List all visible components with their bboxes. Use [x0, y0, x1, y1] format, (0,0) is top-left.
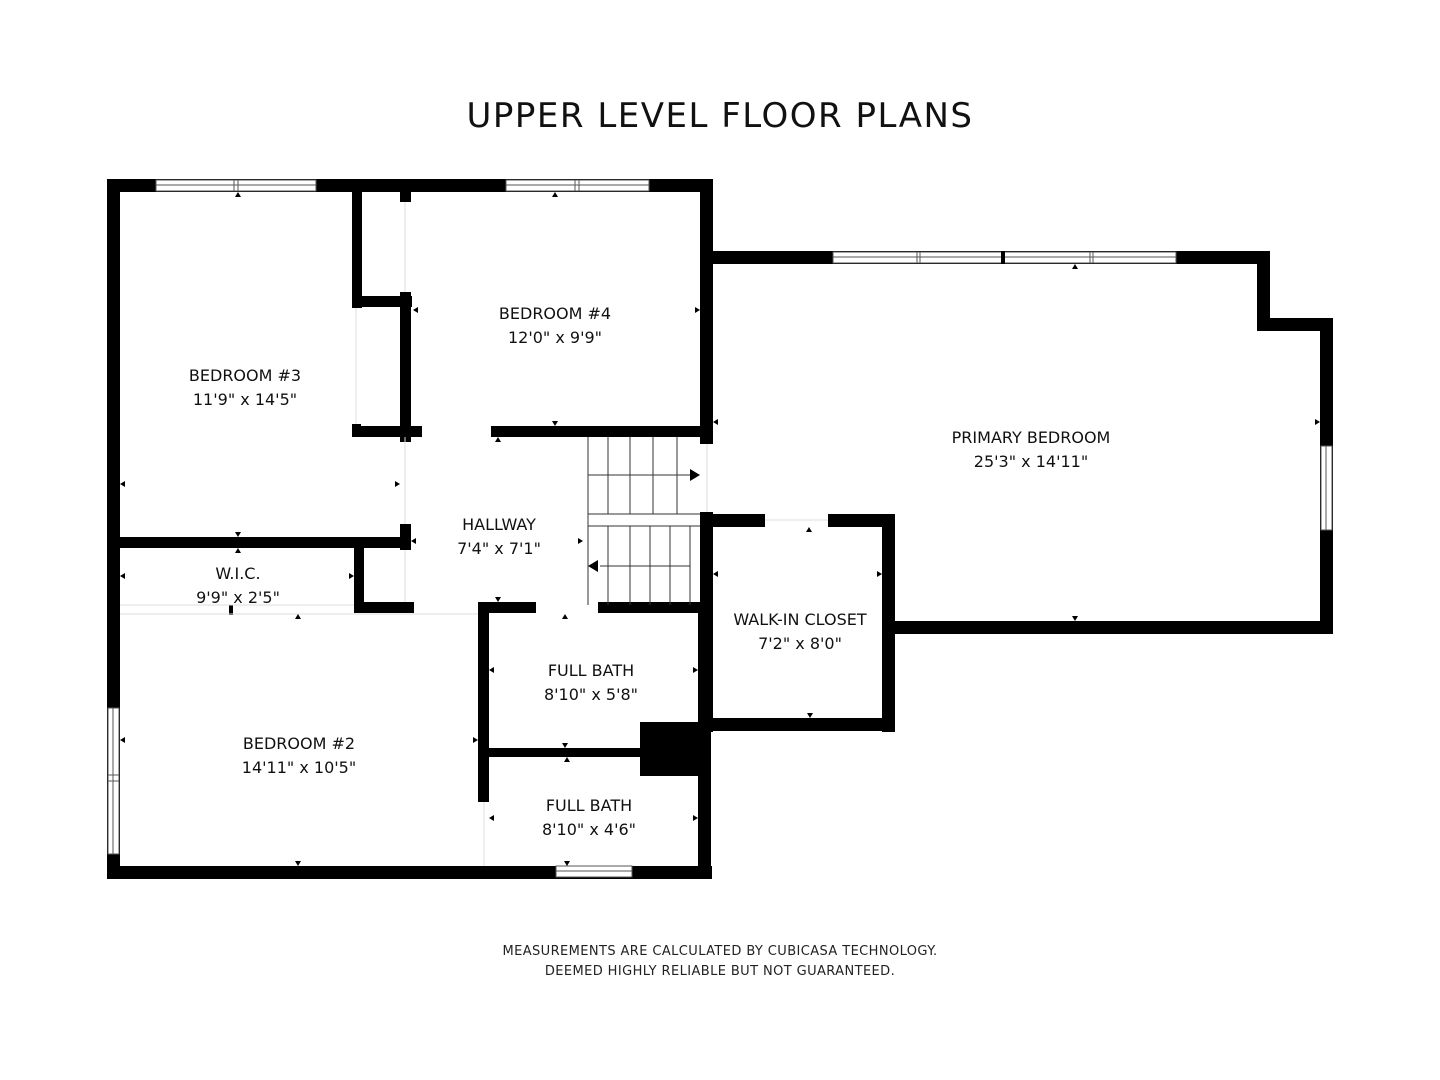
room-name: FULL BATH: [547, 661, 635, 680]
room-dimensions: 7'4" x 7'1": [457, 539, 541, 558]
room-dimensions: 12'0" x 9'9": [507, 328, 603, 347]
room-dimensions: 11'9" x 14'5": [192, 390, 298, 409]
room-primary-bedroom: PRIMARY BEDROOM 25'3" x 14'11": [952, 426, 1111, 474]
room-dimensions: 7'2" x 8'0": [758, 634, 842, 653]
room-name: FULL BATH: [545, 796, 633, 815]
room-name: BEDROOM #2: [242, 734, 356, 753]
disclaimer-line-2: DEEMED HIGHLY RELIABLE BUT NOT GUARANTEE…: [544, 964, 896, 979]
room-bedroom-4: BEDROOM #4 12'0" x 9'9": [499, 302, 611, 350]
room-walk-in-closet: WALK-IN CLOSET 7'2" x 8'0": [733, 608, 866, 656]
room-name: BEDROOM #4: [498, 304, 612, 323]
disclaimer-line-1: MEASUREMENTS ARE CALCULATED BY CUBICASA …: [502, 944, 938, 959]
disclaimer: MEASUREMENTS ARE CALCULATED BY CUBICASA …: [0, 942, 1440, 982]
room-name: PRIMARY BEDROOM: [951, 428, 1111, 447]
room-name: W.I.C.: [215, 564, 261, 583]
staircase: [587, 437, 700, 605]
room-full-bath-1: FULL BATH 8'10" x 5'8": [544, 659, 638, 707]
room-full-bath-2: FULL BATH 8'10" x 4'6": [542, 794, 636, 842]
measurement-ticks: [120, 192, 1320, 866]
room-bedroom-3: BEDROOM #3 11'9" x 14'5": [189, 364, 301, 412]
room-wic: W.I.C. 9'9" x 2'5": [196, 562, 280, 610]
room-hallway: HALLWAY 7'4" x 7'1": [457, 513, 541, 561]
room-name: BEDROOM #3: [188, 366, 302, 385]
room-dimensions: 9'9" x 2'5": [196, 588, 280, 607]
interior-walls: [107, 190, 713, 802]
room-bedroom-2: BEDROOM #2 14'11" x 10'5": [242, 732, 356, 780]
room-name: HALLWAY: [462, 515, 536, 534]
room-dimensions: 8'10" x 4'6": [541, 820, 637, 839]
plan-title: UPPER LEVEL FLOOR PLANS: [466, 96, 974, 136]
door-openings: [120, 202, 828, 866]
room-name: WALK-IN CLOSET: [733, 610, 867, 629]
room-dimensions: 14'11" x 10'5": [241, 758, 357, 777]
room-dimensions: 25'3" x 14'11": [973, 452, 1089, 471]
stair-arrows: [588, 469, 700, 572]
room-dimensions: 8'10" x 5'8": [543, 685, 639, 704]
